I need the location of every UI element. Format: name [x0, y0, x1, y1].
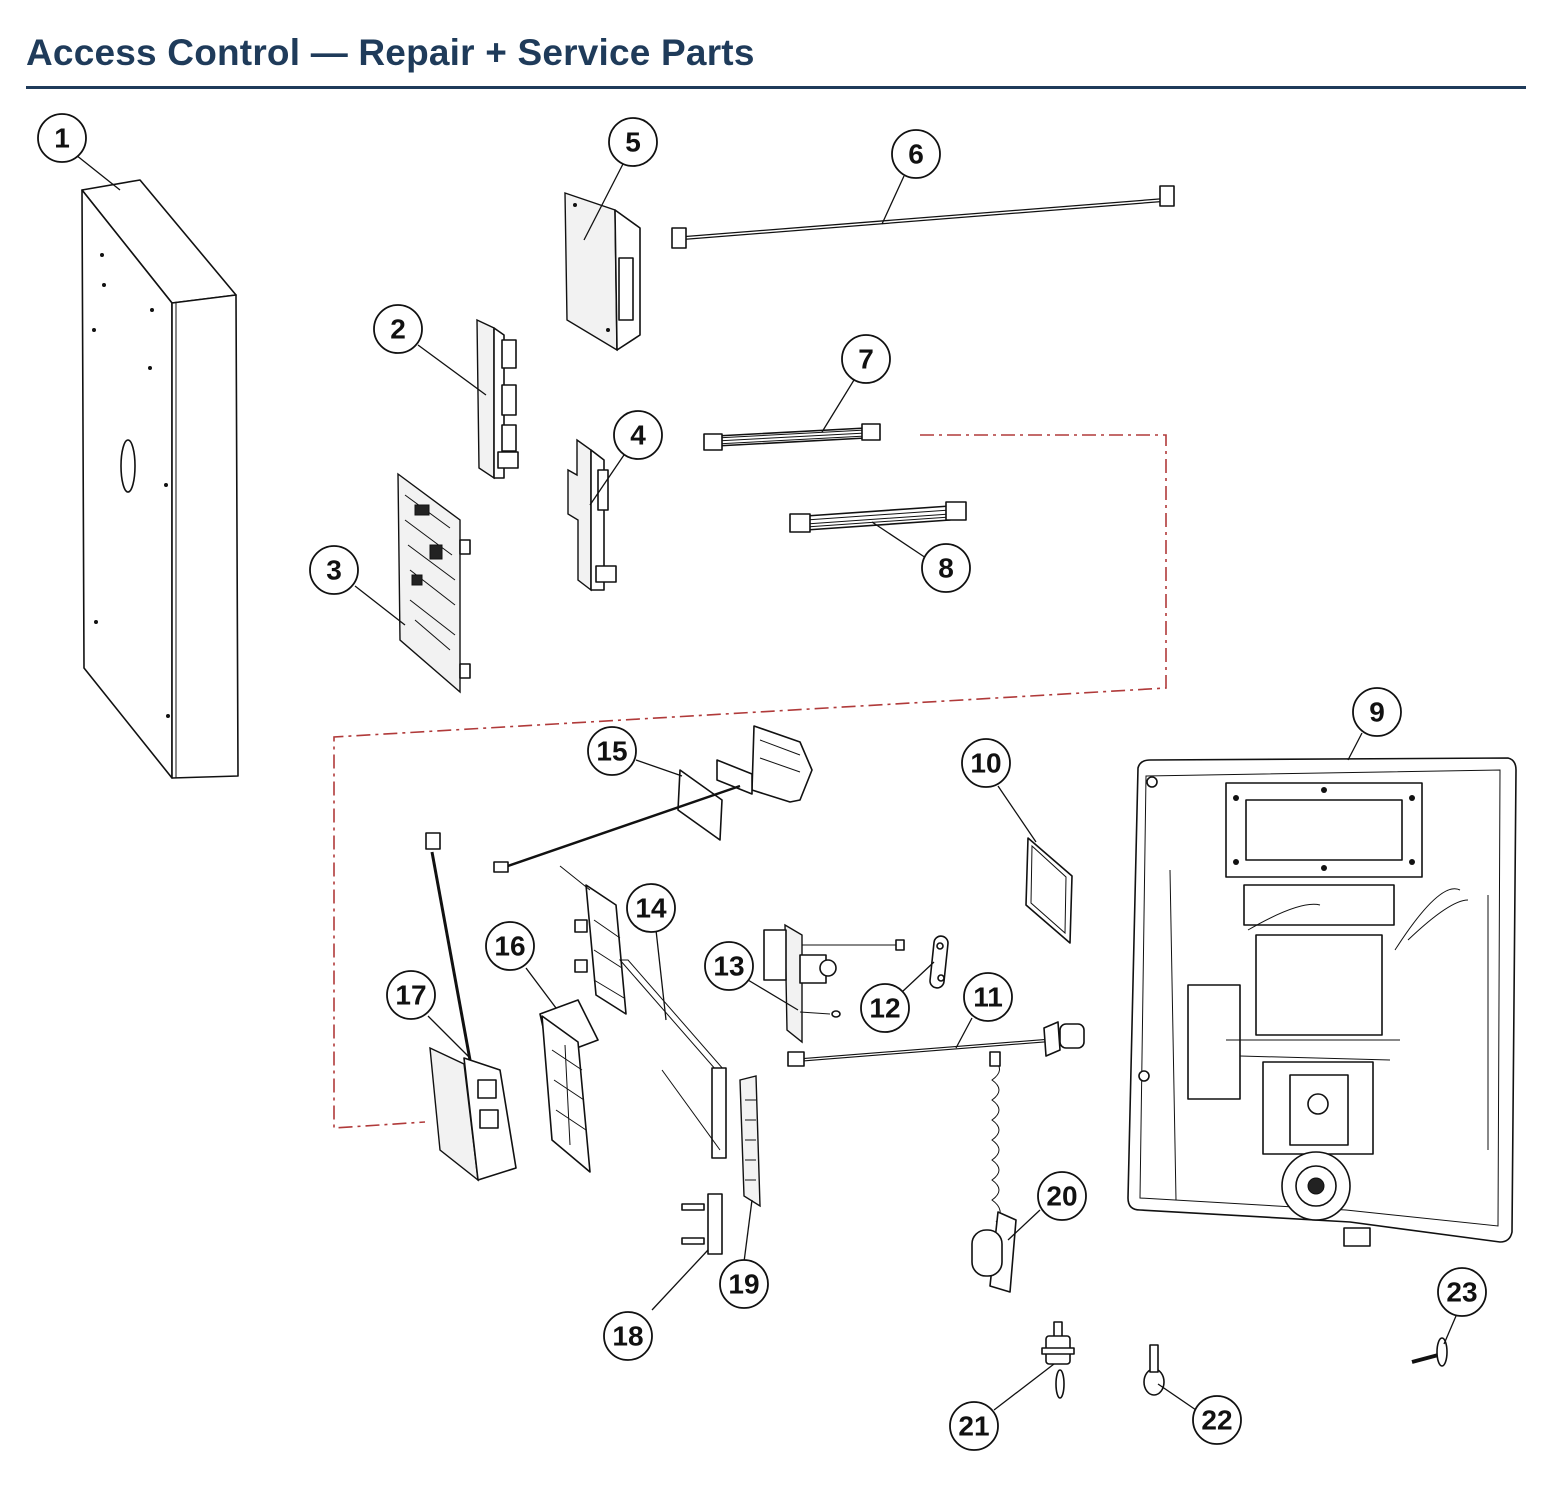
part-12-bracket	[929, 935, 949, 989]
part-16-keypad-overlay	[539, 999, 599, 1173]
callout-22-label: 22	[1201, 1405, 1232, 1436]
callout-17-label: 17	[395, 980, 426, 1011]
callout-8-label: 8	[938, 553, 954, 584]
callout-2-label: 2	[390, 314, 406, 345]
part-10-gasket	[1025, 837, 1073, 944]
part-8-ribbon-cable	[789, 501, 967, 533]
callout-4-label: 4	[630, 420, 646, 451]
part-14-keypad-flex	[559, 865, 727, 1159]
callout-1: 1	[37, 113, 87, 163]
assembly-group-outline	[333, 434, 1167, 1129]
callout-4: 4	[613, 410, 663, 460]
part-11-cable-plug	[787, 1021, 1085, 1067]
callout-5-label: 5	[625, 127, 641, 158]
callout-15: 15	[587, 726, 637, 776]
callout-10: 10	[961, 738, 1011, 788]
callout-22: 22	[1192, 1395, 1242, 1445]
callout-23-label: 23	[1446, 1277, 1477, 1308]
callout-23: 23	[1437, 1267, 1487, 1317]
callout-3-label: 3	[326, 555, 342, 586]
callout-19: 19	[719, 1259, 769, 1309]
callout-2: 2	[373, 304, 423, 354]
callout-20-label: 20	[1046, 1181, 1077, 1212]
callout-20: 20	[1037, 1171, 1087, 1221]
callout-11-label: 11	[973, 982, 1003, 1013]
callout-3: 3	[309, 545, 359, 595]
part-6-long-cable	[671, 185, 1175, 249]
callout-17: 17	[386, 970, 436, 1020]
callout-16: 16	[485, 921, 535, 971]
part-2-interface-board	[476, 318, 519, 480]
part-18-microswitch	[681, 1193, 723, 1255]
callout-10-label: 10	[970, 748, 1001, 779]
callout-13: 13	[704, 941, 754, 991]
part-5-display-module	[564, 192, 641, 352]
callout-12: 12	[860, 983, 910, 1033]
part-15-antenna	[493, 725, 813, 873]
part-20-coiled-cord	[971, 1051, 1017, 1293]
callout-6-label: 6	[908, 139, 924, 170]
part-13-reader-assembly	[763, 923, 905, 1044]
part-23-screw	[1411, 1337, 1448, 1367]
part-21-key-cylinder	[1041, 1321, 1075, 1399]
callout-12-label: 12	[869, 993, 900, 1024]
part-19-connector-board	[739, 1075, 761, 1208]
callout-16-label: 16	[494, 931, 525, 962]
callout-15-label: 15	[596, 736, 627, 767]
callout-6: 6	[891, 129, 941, 179]
callout-5: 5	[608, 117, 658, 167]
part-1-back-housing	[81, 179, 239, 779]
callout-19-label: 19	[728, 1269, 759, 1300]
callout-21: 21	[949, 1401, 999, 1451]
part-3-main-circuit-board	[397, 472, 471, 694]
callout-13-label: 13	[713, 951, 744, 982]
page-title: Access Control — Repair + Service Parts	[26, 32, 755, 73]
part-9-front-assembly	[1127, 757, 1517, 1247]
leader-lines	[75, 154, 1457, 1411]
callout-1-label: 1	[54, 123, 70, 154]
callout-8: 8	[921, 543, 971, 593]
callout-11: 11	[963, 972, 1013, 1022]
callout-7: 7	[841, 334, 891, 384]
callout-9: 9	[1352, 687, 1402, 737]
callout-9-label: 9	[1369, 697, 1385, 728]
callout-21-label: 21	[958, 1411, 989, 1442]
callout-14-label: 14	[635, 893, 667, 924]
part-22-key	[1143, 1344, 1165, 1396]
page-header: Access Control — Repair + Service Parts	[26, 28, 1526, 89]
callout-7-label: 7	[858, 344, 874, 375]
part-17-keypad-board	[425, 832, 517, 1182]
callout-18-label: 18	[612, 1321, 643, 1352]
callout-18: 18	[603, 1311, 653, 1361]
callout-14: 14	[626, 883, 676, 933]
part-4-bracket-board	[567, 438, 617, 592]
part-7-ribbon-cable	[703, 423, 881, 451]
